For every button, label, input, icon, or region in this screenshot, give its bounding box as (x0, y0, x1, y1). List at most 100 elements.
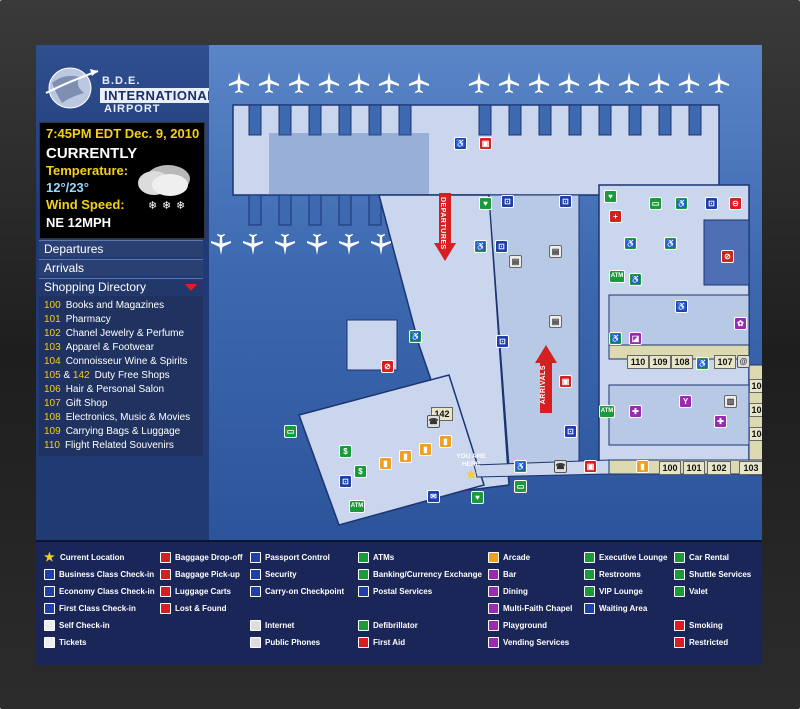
gate-102[interactable]: 102 (707, 461, 731, 475)
baggage-dropoff-icon (160, 552, 171, 563)
menu-shopping-directory[interactable]: Shopping Directory (39, 278, 203, 295)
car-rental-icon[interactable]: ▭ (514, 480, 527, 493)
airplane-icon (587, 70, 611, 94)
restroom-icon[interactable]: ♿ (609, 332, 622, 345)
legend-label: Arcade (503, 553, 531, 562)
restroom-icon[interactable]: ♿ (474, 240, 487, 253)
banking-icon[interactable]: $ (339, 445, 352, 458)
security-icon[interactable]: ⊡ (564, 425, 577, 438)
legend-label: VIP Lounge (599, 587, 643, 596)
self-check-in-icon[interactable]: ▤ (509, 255, 522, 268)
gate-107[interactable]: 107 (714, 355, 736, 369)
arcade-icon[interactable]: ▮ (439, 435, 452, 448)
restroom-icon[interactable]: ♿ (675, 300, 688, 313)
public-phones-icon[interactable]: ☎ (427, 415, 440, 428)
arcade-icon[interactable]: ▮ (379, 457, 392, 470)
security-icon[interactable]: ⊡ (705, 197, 718, 210)
airplane-icon (557, 70, 581, 94)
airplane-icon (305, 233, 329, 257)
arcade-icon[interactable]: ▮ (636, 460, 649, 473)
gate-104[interactable]: 104 (749, 427, 762, 441)
terminal-map[interactable]: DEPARTURES ARRIVALS 142 110 109 108 107 … (209, 45, 762, 540)
map-legend: ★Current Location Business Class Check-i… (36, 540, 762, 665)
gate-106[interactable]: 106 (749, 379, 762, 393)
restroom-icon[interactable]: ♿ (514, 460, 527, 473)
security-icon[interactable]: ⊡ (495, 240, 508, 253)
public-phones-icon[interactable]: ☎ (554, 460, 567, 473)
first-aid-icon[interactable]: + (609, 210, 622, 223)
smoking-icon (674, 620, 685, 631)
temperature-label: Temperature: (46, 163, 129, 178)
gate-105[interactable]: 105 (749, 403, 762, 417)
internet-icon[interactable]: @ (737, 355, 750, 368)
gate-101[interactable]: 101 (683, 461, 705, 475)
arcade-icon[interactable]: ▮ (399, 450, 412, 463)
defibrillator-icon[interactable]: ♥ (479, 197, 492, 210)
passport-control-icon[interactable]: ⊡ (501, 195, 514, 208)
security-icon[interactable]: ⊡ (339, 475, 352, 488)
baggage-dropoff-icon[interactable]: ▣ (584, 460, 597, 473)
self-check-in-icon[interactable]: ▤ (549, 245, 562, 258)
restricted-icon[interactable]: ⊘ (381, 360, 394, 373)
legend-label: Defibrillator (373, 621, 418, 630)
gate-103[interactable]: 103 (739, 461, 762, 475)
restroom-icon[interactable]: ♿ (409, 330, 422, 343)
banking-icon[interactable]: $ (354, 465, 367, 478)
self-check-in-icon[interactable]: ▤ (549, 315, 562, 328)
gate-109[interactable]: 109 (649, 355, 671, 369)
defibrillator-icon[interactable]: ♥ (471, 491, 484, 504)
waiting-area-icon[interactable]: ▥ (724, 395, 737, 408)
menu-arrivals[interactable]: Arrivals (39, 259, 203, 276)
atm-icon[interactable]: ATM (599, 405, 615, 418)
security-icon[interactable]: ⊡ (496, 335, 509, 348)
car-rental-icon[interactable]: ▭ (649, 197, 662, 210)
dining-icon[interactable]: ✚ (629, 405, 642, 418)
multi-faith-chapel-icon[interactable]: ✿ (734, 317, 747, 330)
playground-icon[interactable]: ◪ (629, 332, 642, 345)
executive-lounge-icon[interactable]: ♿ (624, 237, 637, 250)
baggage-pickup-icon[interactable]: ▣ (559, 375, 572, 388)
legend-label: Dining (503, 587, 528, 596)
shop-number-secondary: 142 (72, 370, 90, 381)
airplane-icon (241, 233, 265, 257)
restricted-icon[interactable]: ⊘ (721, 250, 734, 263)
waiting-area-icon (584, 603, 595, 614)
vip-lounge-icon[interactable]: ♿ (629, 273, 642, 286)
defibrillator-icon[interactable]: ♥ (604, 190, 617, 203)
menu-departures[interactable]: Departures (39, 240, 203, 257)
security-icon[interactable]: ⊡ (559, 195, 572, 208)
legend-item: Smoking (674, 620, 723, 631)
first-aid-icon (358, 637, 369, 648)
restroom-icon[interactable]: ♿ (696, 357, 709, 370)
shuttle-services-icon[interactable]: ▭ (284, 425, 297, 438)
atm-icon[interactable]: ATM (609, 270, 625, 283)
smoking-icon[interactable]: ⊝ (729, 197, 742, 210)
legend-label: Restrooms (599, 570, 641, 579)
atm-icon[interactable]: ATM (349, 500, 365, 513)
legend-label: First Aid (373, 638, 406, 647)
restroom-icon[interactable]: ♿ (675, 197, 688, 210)
gate-110[interactable]: 110 (627, 355, 649, 369)
bar-icon[interactable]: Y (679, 395, 692, 408)
departures-arrow: DEPARTURES (434, 193, 456, 261)
arcade-icon[interactable]: ▮ (419, 443, 432, 456)
lost-found-icon[interactable]: ▣ (479, 137, 492, 150)
gate-108[interactable]: 108 (671, 355, 693, 369)
dining-icon[interactable]: ✚ (714, 415, 727, 428)
executive-lounge-icon[interactable]: ♿ (664, 237, 677, 250)
restroom-icon[interactable]: ♿ (454, 137, 467, 150)
postal-services-icon[interactable]: ✉ (427, 490, 440, 503)
gate-100[interactable]: 100 (659, 461, 681, 475)
